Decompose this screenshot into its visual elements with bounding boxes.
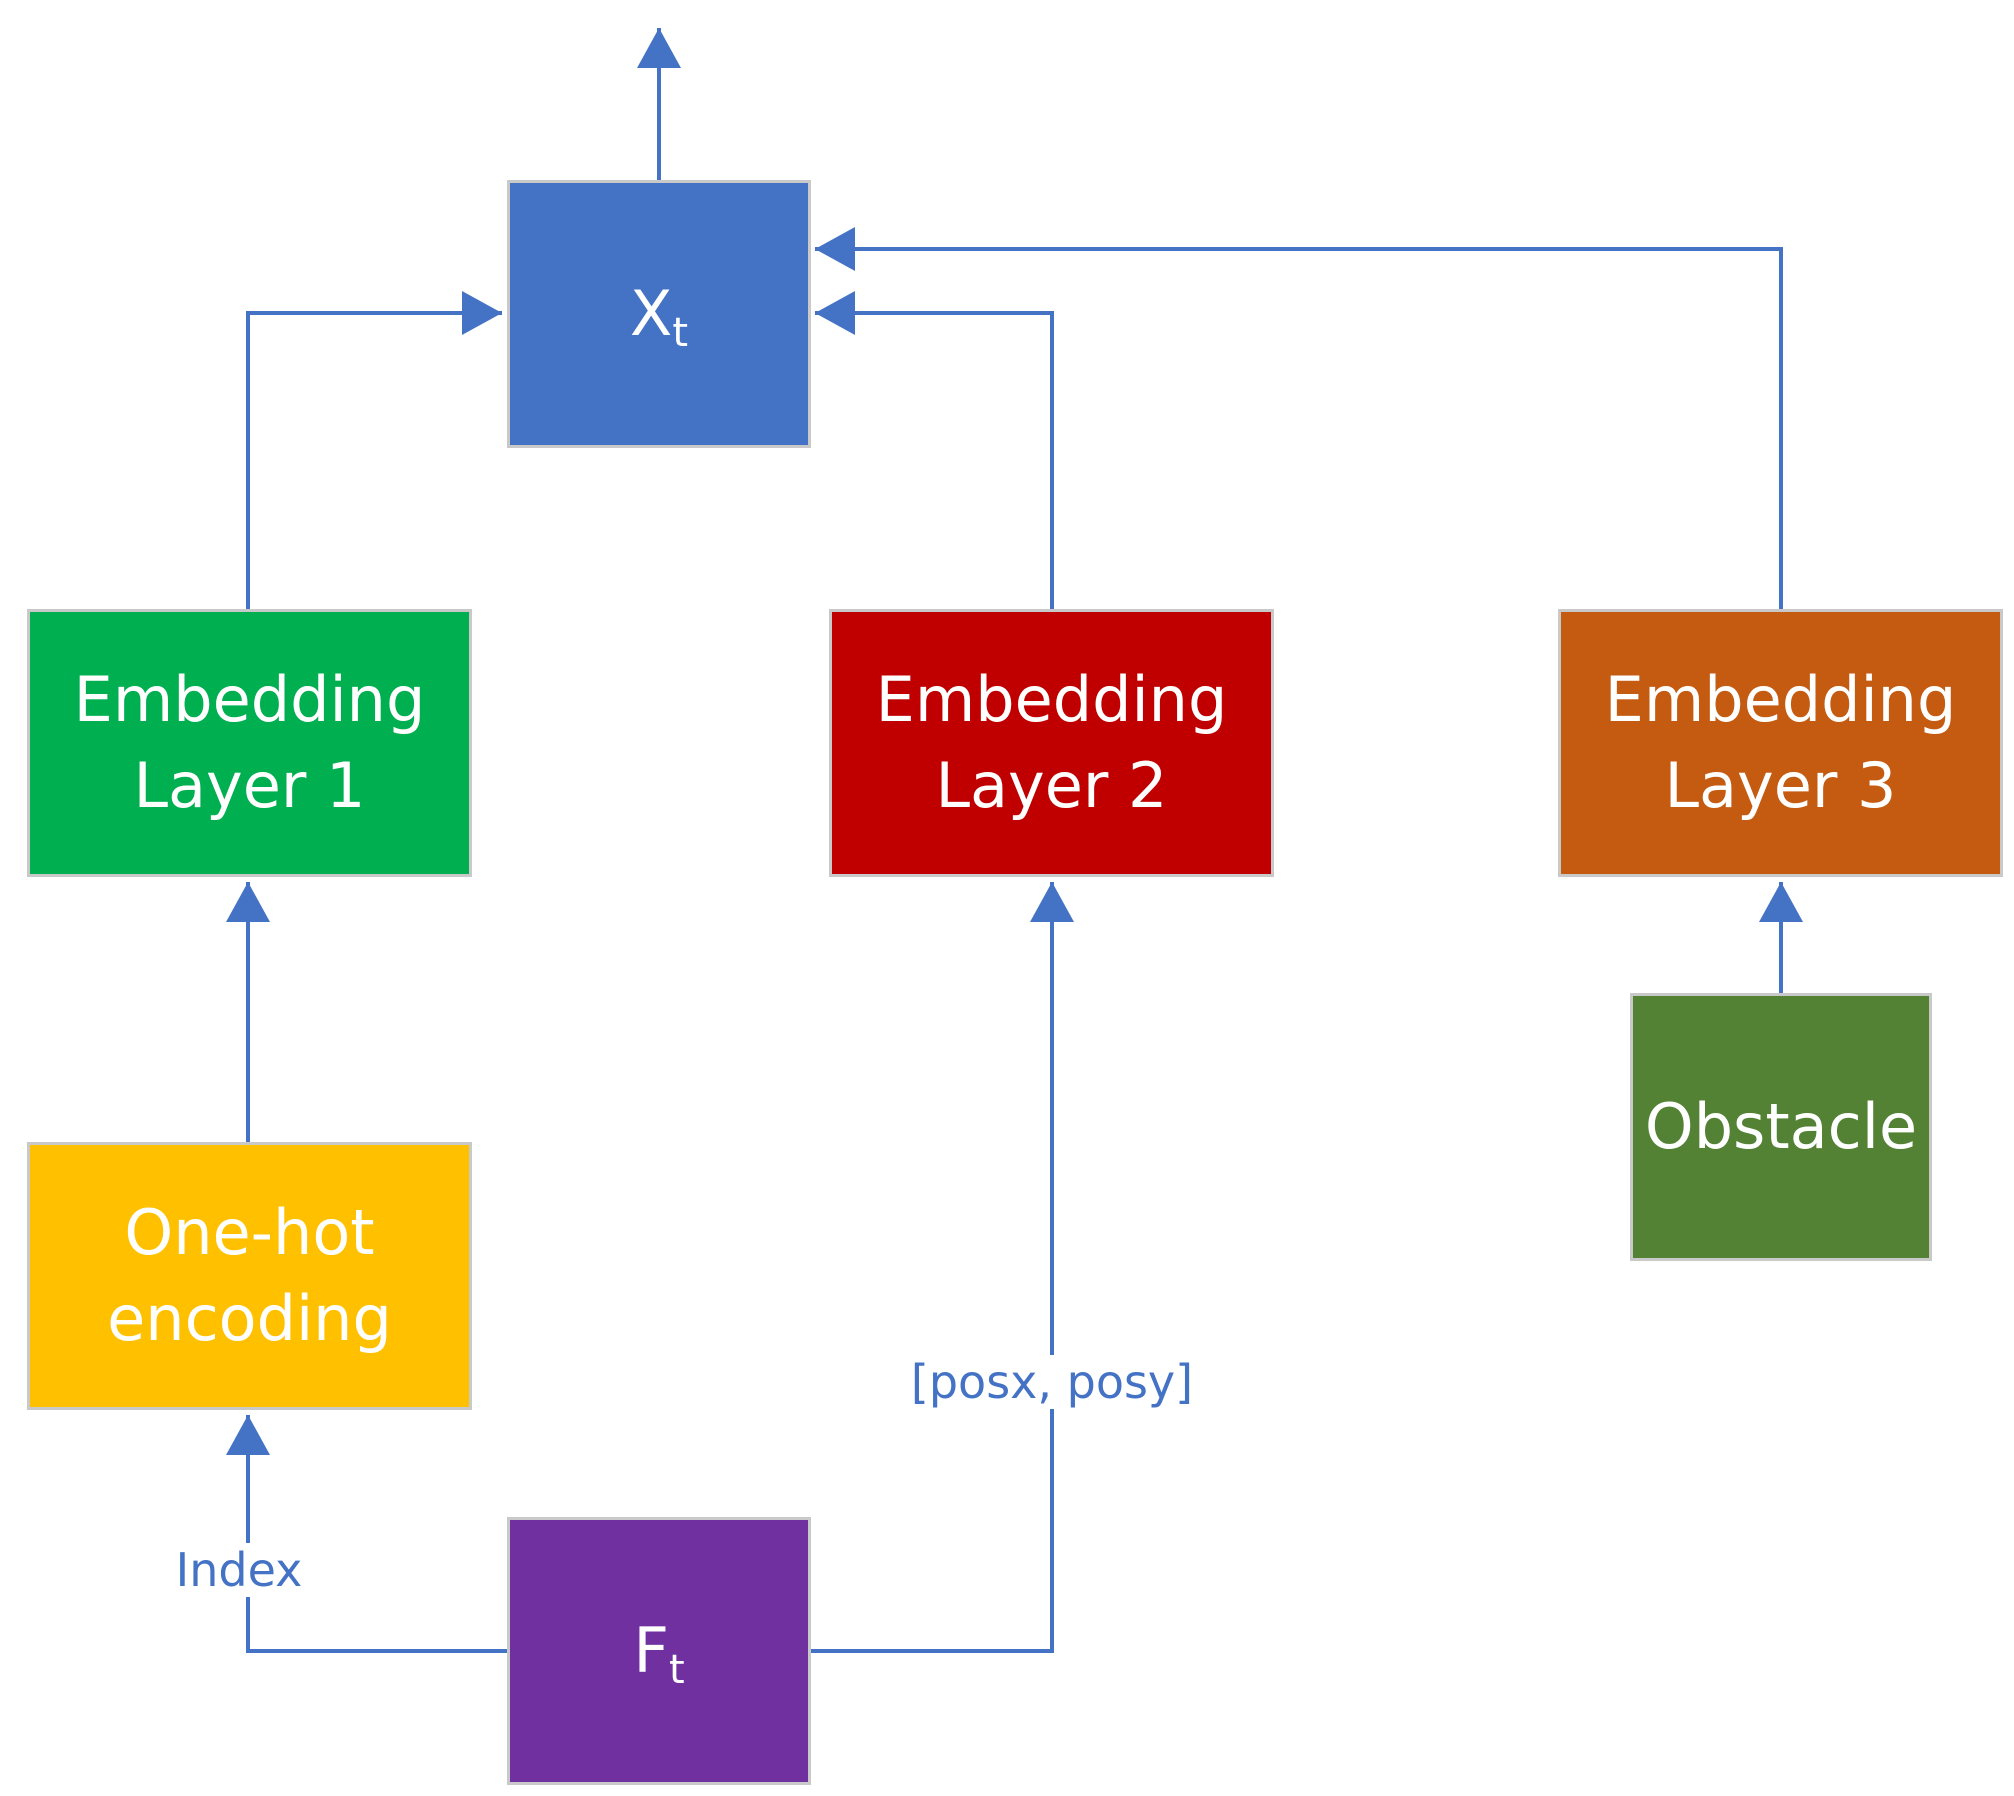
one-hot-encoding-line1: One-hot xyxy=(124,1196,375,1270)
embedding-layer-1-node: Embedding Layer 1 xyxy=(27,609,472,877)
embedding-layer-3-line1: Embedding xyxy=(1604,663,1957,737)
xt-node: Xt xyxy=(507,180,811,448)
one-hot-encoding-node: One-hot encoding xyxy=(27,1142,472,1410)
ft-node: Ft xyxy=(507,1517,811,1785)
arrow-embedding1-xt xyxy=(246,291,502,609)
edge-label-position: [posx, posy] xyxy=(902,1355,1202,1409)
arrow-embedding2-xt xyxy=(815,291,1054,609)
one-hot-encoding-line2: encoding xyxy=(107,1282,392,1355)
embedding-layer-2-line1: Embedding xyxy=(875,663,1228,737)
embedding-layer-3-node: Embedding Layer 3 xyxy=(1558,609,2003,877)
embedding-layer-3-line2: Layer 3 xyxy=(1664,749,1897,822)
edge-label-index: Index xyxy=(167,1543,311,1597)
ft-label: Ft xyxy=(633,1614,685,1694)
arrow-embedding3-xt xyxy=(815,227,1783,609)
arrow-ft-embedding2 xyxy=(811,882,1074,1653)
embedding-layer-1-line1: Embedding xyxy=(73,663,426,737)
embedding-layer-1-line2: Layer 1 xyxy=(133,749,366,822)
embedding-layer-2-line2: Layer 2 xyxy=(935,749,1168,822)
obstacle-label: Obstacle xyxy=(1644,1090,1918,1164)
xt-label: Xt xyxy=(629,277,689,357)
obstacle-node: Obstacle xyxy=(1630,993,1932,1261)
embedding-layer-2-node: Embedding Layer 2 xyxy=(829,609,1274,877)
arrow-ft-onehot xyxy=(226,1415,507,1653)
